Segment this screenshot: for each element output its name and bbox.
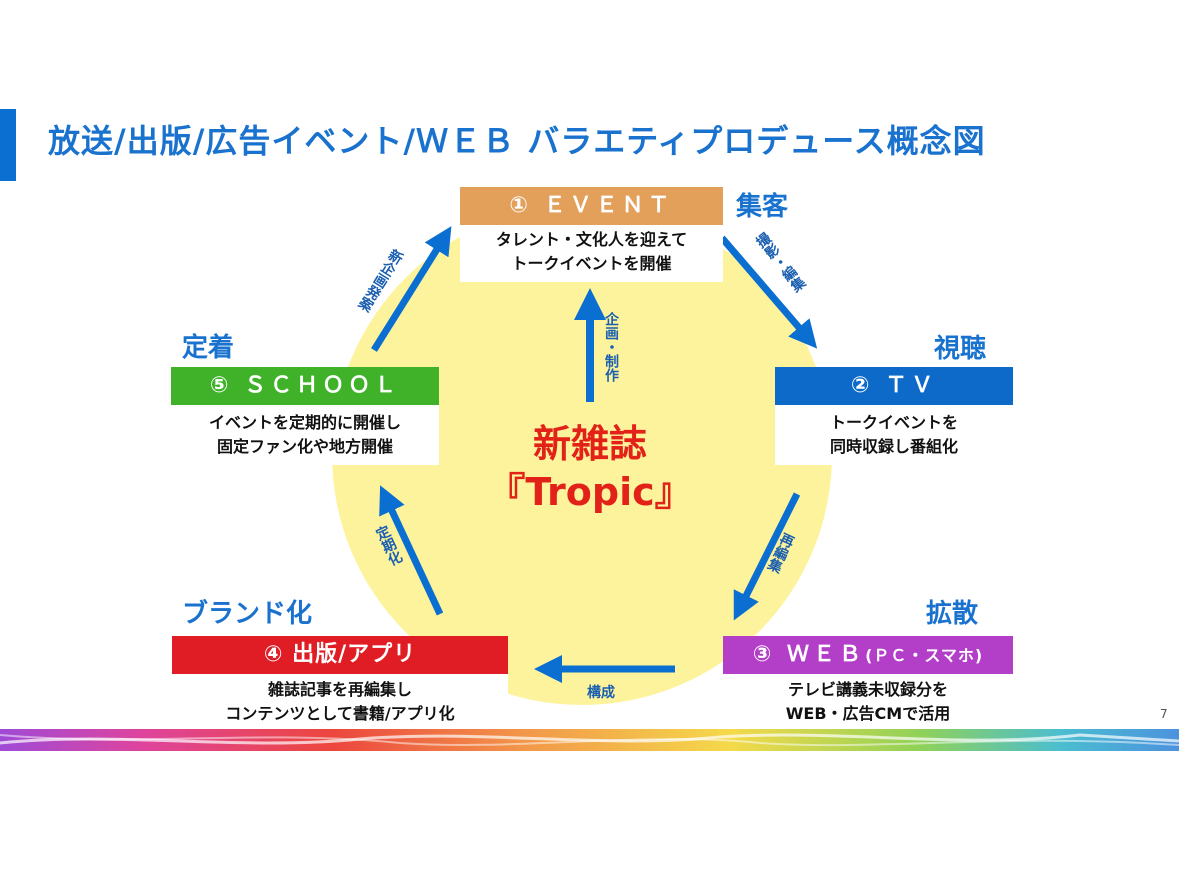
- rainbow-ribbon-decoration: [0, 729, 1179, 751]
- node-web-head: ③ ＷＥＢ(ＰＣ・スマホ): [723, 636, 1013, 674]
- node-web-body: テレビ講義未収録分を WEB・広告CMで活用: [723, 674, 1013, 732]
- tag-web: 拡散: [926, 599, 979, 629]
- node-tv: ② ＴＶ トークイベントを 同時収録し番組化: [775, 367, 1013, 465]
- node-event-body: タレント・文化人を迎えて トークイベントを開催: [460, 225, 723, 282]
- node-school-head: ⑤ ＳＣＨＯＯＬ: [171, 367, 439, 405]
- tag-tv: 視聴: [934, 334, 987, 364]
- node-event-head: ① ＥＶＥＮＴ: [460, 187, 723, 225]
- node-school-line2: 固定ファン化や地方開催: [216, 437, 393, 456]
- title-accent-bar: [0, 109, 16, 181]
- node-tv-head: ② ＴＶ: [775, 367, 1013, 405]
- node-school: ⑤ ＳＣＨＯＯＬ イベントを定期的に開催し 固定ファン化や地方開催: [171, 367, 439, 465]
- node-tv-line2: 同時収録し番組化: [829, 437, 958, 456]
- node-web: ③ ＷＥＢ(ＰＣ・スマホ) テレビ講義未収録分を WEB・広告CMで活用: [723, 636, 1013, 732]
- node-publish-line2: コンテンツとして書籍/アプリ化: [225, 704, 455, 723]
- node-event-line2: トークイベントを開催: [511, 254, 672, 273]
- arrow-label-web-to-publish: 構成: [587, 684, 615, 701]
- arrow-school-to-event: [371, 226, 452, 352]
- node-publish-head: ④ 出版/アプリ: [172, 636, 508, 674]
- node-web-title: ③ ＷＥＢ: [752, 642, 866, 667]
- node-tv-line1: トークイベントを: [829, 413, 958, 432]
- arrow-label-center-to-event: 企画・制作: [603, 312, 619, 382]
- center-magazine-name: 新雑誌 『Tropic』: [480, 420, 700, 516]
- center-line1: 新雑誌: [532, 422, 647, 466]
- arrow-tv-to-web: [733, 492, 801, 621]
- node-publish-line1: 雑誌記事を再編集し: [267, 680, 412, 699]
- arrow-event-to-tv: [719, 235, 818, 349]
- node-publish-body: 雑誌記事を再編集し コンテンツとして書籍/アプリ化: [172, 674, 508, 732]
- node-web-subhead: (ＰＣ・スマホ): [865, 646, 984, 665]
- node-school-line1: イベントを定期的に開催し: [208, 413, 401, 432]
- node-event-line1: タレント・文化人を迎えて: [495, 230, 688, 249]
- tag-school: 定着: [182, 333, 235, 363]
- center-line2: 『Tropic』: [487, 470, 693, 514]
- node-web-line2: WEB・広告CMで活用: [785, 704, 951, 723]
- tag-event: 集客: [736, 192, 789, 222]
- tag-publish: ブランド化: [182, 599, 313, 629]
- node-web-line1: テレビ講義未収録分を: [787, 680, 948, 699]
- node-publish: ④ 出版/アプリ 雑誌記事を再編集し コンテンツとして書籍/アプリ化: [172, 636, 508, 732]
- page-title: 放送/出版/広告イベント/ＷＥＢ バラエティプロデュース概念図: [48, 122, 986, 160]
- node-school-body: イベントを定期的に開催し 固定ファン化や地方開催: [171, 405, 439, 465]
- arrow-publish-to-school: [379, 485, 444, 616]
- page-number: 7: [1160, 707, 1168, 721]
- node-tv-body: トークイベントを 同時収録し番組化: [775, 405, 1013, 465]
- node-event: ① ＥＶＥＮＴ タレント・文化人を迎えて トークイベントを開催: [460, 187, 723, 282]
